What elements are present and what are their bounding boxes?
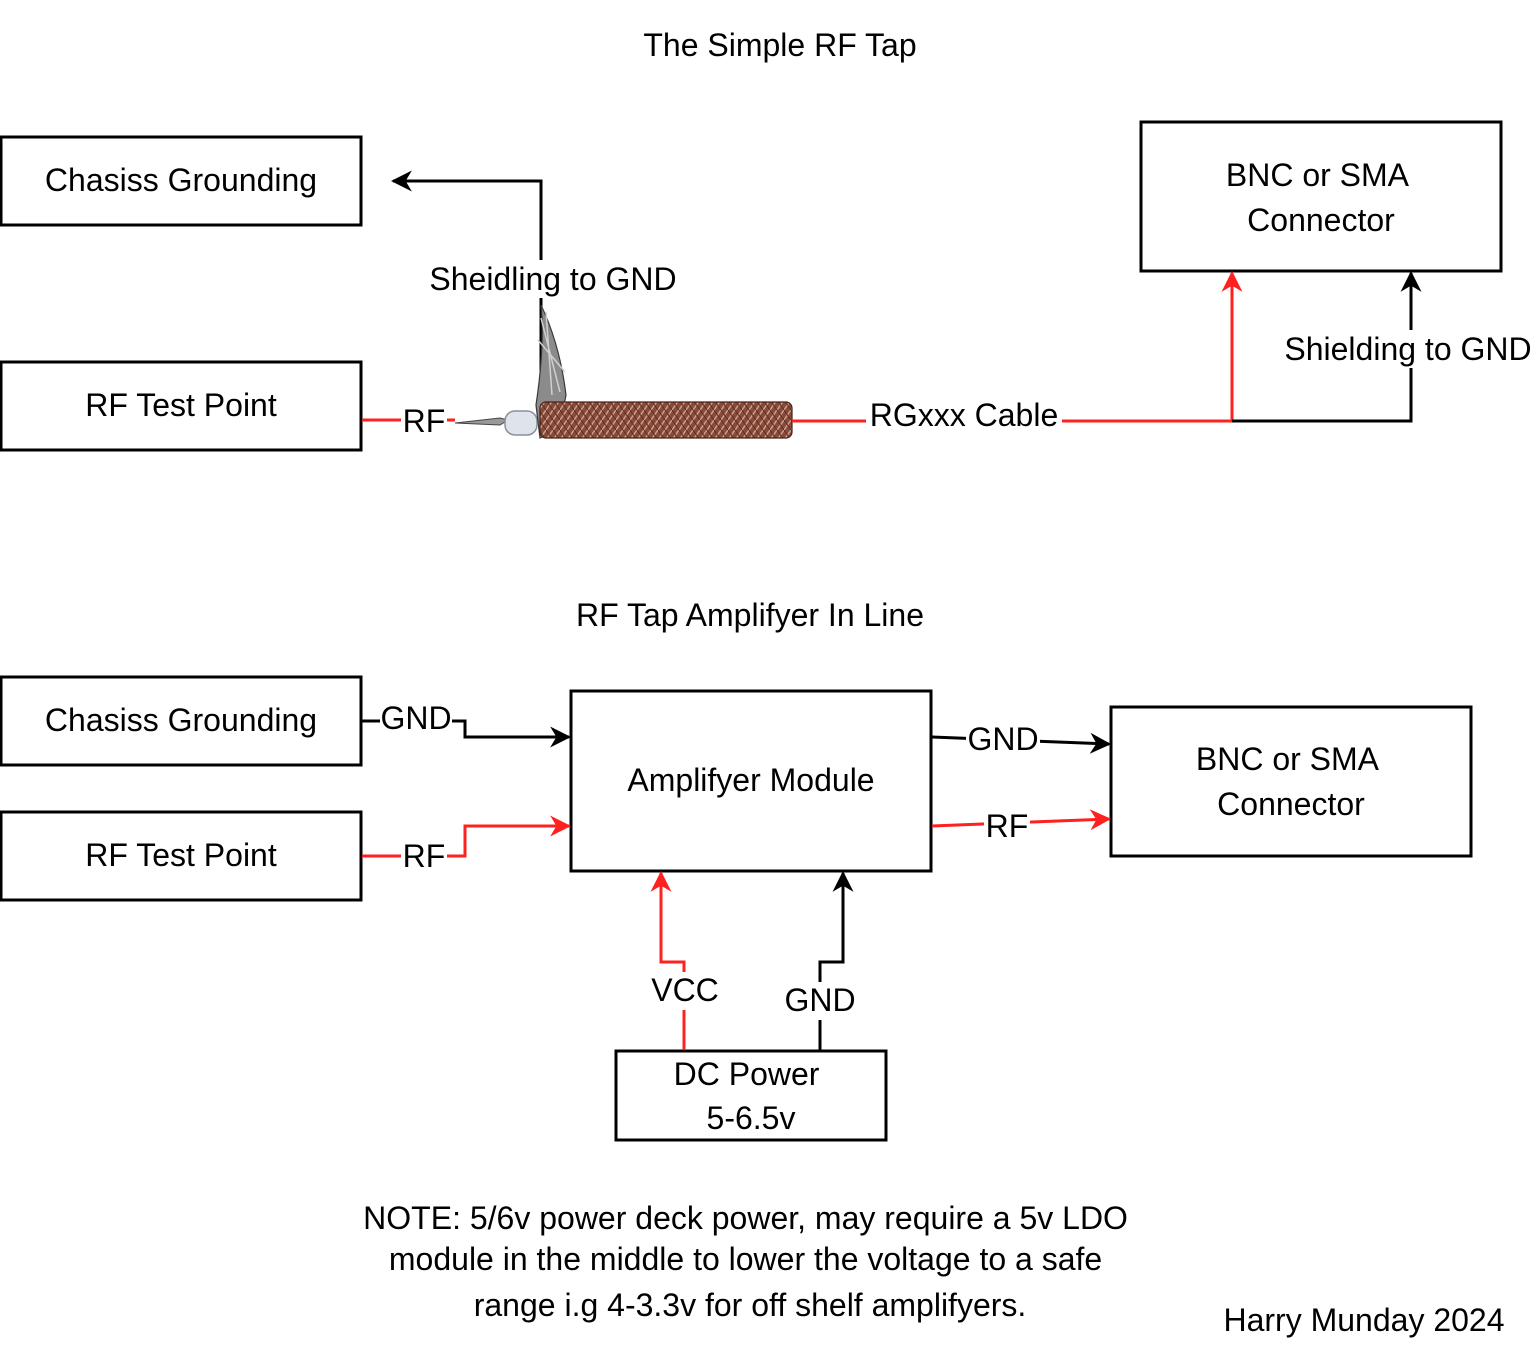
top-connector-shield-wire <box>1232 270 1422 423</box>
top-shield-label-bg <box>424 260 682 298</box>
bottom-vcc-label-bg <box>648 972 722 1010</box>
top-rf-label: RF <box>403 403 446 439</box>
top-chassis-box <box>0 135 363 227</box>
top-connector-label: BNC or SMA Connector <box>1226 157 1416 238</box>
top-title: The Simple RF Tap <box>643 27 916 63</box>
bottom-gnd-power-label: GND <box>784 982 855 1018</box>
bottom-connector-box <box>1109 705 1473 858</box>
bottom-gnd-out-label: GND <box>967 721 1038 757</box>
bottom-rf-in-label-bg <box>401 838 447 874</box>
top-shield-label: Sheidling to GND <box>429 261 676 297</box>
author-credit: Harry Munday 2024 <box>1223 1302 1504 1338</box>
bottom-connector-line-1: BNC or SMA <box>1196 741 1380 777</box>
dc-power-line-2: 5-6.5v <box>707 1100 796 1136</box>
top-connector-shield-label: Shielding to GND <box>1284 331 1531 367</box>
bottom-title: RF Tap Amplifyer In Line <box>576 597 924 633</box>
bottom-chassis-label: Chasiss Grounding <box>45 702 317 738</box>
top-connector-shield-label-bg <box>1280 330 1536 368</box>
bottom-rf-out-label-bg <box>984 808 1030 844</box>
top-cable-label: RGxxx Cable <box>870 397 1059 433</box>
top-shield-wire <box>390 170 543 400</box>
top-cable-label-bg <box>866 396 1062 434</box>
dc-power-box <box>614 1049 888 1142</box>
top-test-point-box <box>0 360 363 452</box>
bottom-rf-in-label: RF <box>403 838 446 874</box>
top-chassis-label: Chasiss Grounding <box>45 162 317 198</box>
bottom-gnd-power-wire <box>818 870 854 1050</box>
bottom-gnd-in-label-bg <box>380 702 452 738</box>
dc-power-label: DC Power 5-6.5v <box>674 1056 829 1136</box>
amplifier-module-box <box>569 689 933 873</box>
top-rf-label-bg <box>401 402 447 438</box>
bottom-vcc-label: VCC <box>651 972 719 1008</box>
note-line-3: range i.g 4-3.3v for off shelf amplifyer… <box>474 1287 1027 1323</box>
top-test-point-label: RF Test Point <box>85 387 277 423</box>
bottom-test-point-label: RF Test Point <box>85 837 277 873</box>
note-line-2: module in the middle to lower the voltag… <box>389 1241 1102 1277</box>
amplifier-module-label: Amplifyer Module <box>627 762 874 798</box>
bottom-rf-in-wire <box>362 815 572 858</box>
top-connector-line-2: Connector <box>1247 202 1395 238</box>
note-text: NOTE: 5/6v power deck power, may require… <box>363 1200 1137 1323</box>
bottom-connector-line-2: Connector <box>1217 786 1365 822</box>
note-line-1: NOTE: 5/6v power deck power, may require… <box>363 1200 1128 1236</box>
bottom-test-point-box <box>0 810 363 902</box>
top-connector-line-1: BNC or SMA <box>1226 157 1410 193</box>
bottom-gnd-power-label-bg <box>782 982 858 1020</box>
coax-cable-illustration <box>454 304 793 439</box>
bottom-gnd-out-label-bg <box>966 722 1040 758</box>
dc-power-line-1: DC Power <box>674 1056 820 1092</box>
bottom-gnd-in-label: GND <box>380 700 451 736</box>
bottom-connector-label: BNC or SMA Connector <box>1196 741 1386 822</box>
bottom-rf-out-label: RF <box>986 808 1029 844</box>
top-connector-box <box>1139 120 1503 273</box>
bottom-chassis-box <box>0 675 363 767</box>
bottom-vcc-wire <box>650 870 686 1050</box>
